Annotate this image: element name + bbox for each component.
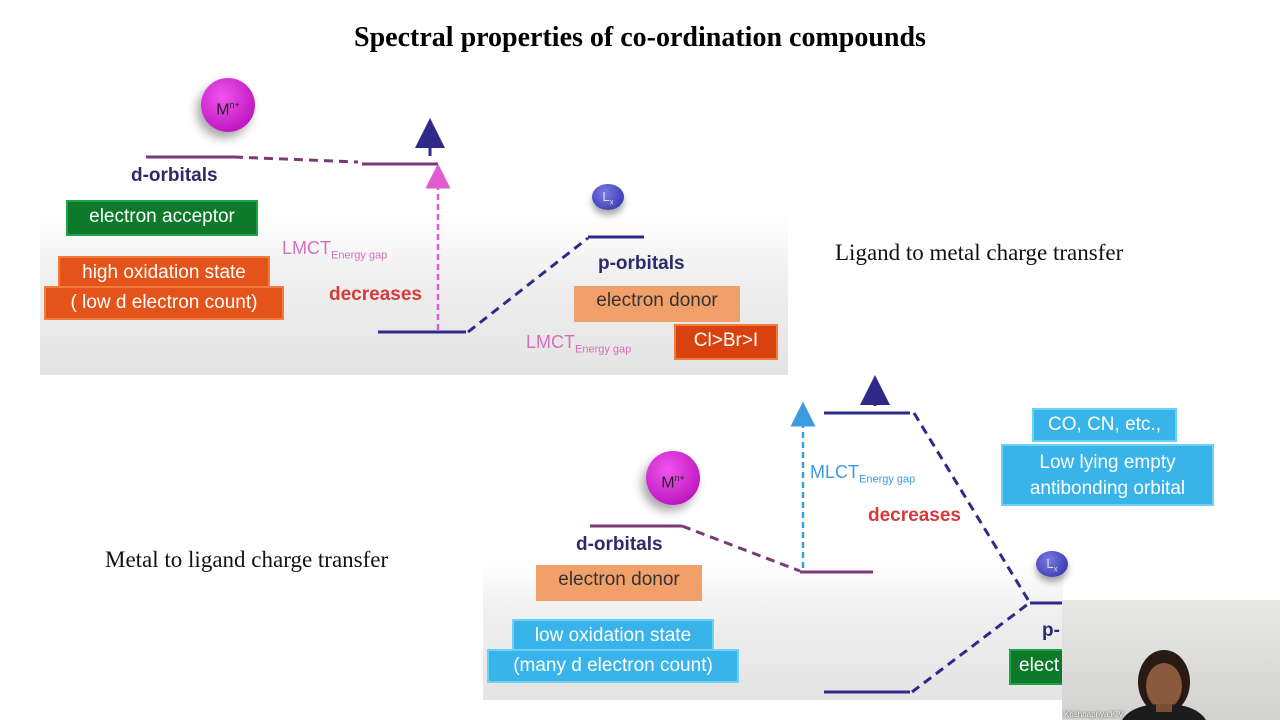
lmct-energy-gap-label: LMCTEnergy gap: [282, 238, 387, 262]
mlct-metal-charge: n+: [674, 473, 685, 483]
presenter-name: Krishnapriya.K.V: [1064, 710, 1124, 719]
slide-title: Spectral properties of co-ordination com…: [354, 22, 926, 53]
mlct-caption: Metal to ligand charge transfer: [105, 547, 389, 572]
mlct-ligand-sphere: Lx: [1036, 551, 1068, 577]
metal-ion-sphere: Mn+: [201, 78, 255, 132]
mlct-p-orbitals-partial: p-: [1042, 620, 1060, 641]
low-d-electron-count-box: ( low d electron count): [44, 286, 284, 320]
lmct-gap-main: LMCT: [282, 238, 331, 258]
ligand-sub: x: [609, 197, 614, 207]
metal-charge: n+: [229, 100, 240, 110]
metal-label: M: [216, 101, 230, 119]
mlct-electron-donor-box: electron donor: [536, 565, 702, 601]
low-lying-line-1: Low lying empty: [1039, 452, 1176, 473]
lmct-electron-donor-box: electron donor: [574, 286, 740, 322]
mlct-lower-dashed: [911, 602, 1029, 694]
lmct-energy-gap-label-2: LMCTEnergy gap: [526, 332, 631, 356]
ligand-label: L: [602, 189, 610, 204]
mlct-upper-dashed: [912, 412, 1032, 604]
low-lying-line-2: antibonding orbital: [1029, 478, 1186, 499]
lmct-decreases-label: decreases: [329, 284, 422, 305]
mlct-ligand-label: L: [1046, 556, 1054, 571]
electron-acceptor-box: electron acceptor: [66, 200, 258, 236]
presenter-silhouette: [1122, 650, 1206, 720]
lmct-p-orbitals-label: p-orbitals: [598, 253, 685, 274]
low-oxidation-state-box: low oxidation state: [512, 619, 714, 651]
mlct-metal-label: M: [661, 474, 675, 492]
lmct-p-dashed: [467, 236, 589, 334]
mlct-d-dashed: [681, 524, 801, 573]
mlct-gap-main: MLCT: [810, 462, 859, 482]
low-lying-orbital-box: Low lying empty antibonding orbital: [1001, 444, 1214, 506]
halide-order-box: Cl>Br>I: [674, 324, 778, 360]
lmct-gap2-sub: Energy gap: [575, 343, 632, 356]
presenter-webcam: Krishnapriya.K.V: [1062, 600, 1280, 720]
ligands-example-box: CO, CN, etc.,: [1032, 408, 1177, 442]
lmct-d-orbitals-label: d-orbitals: [131, 165, 218, 186]
mlct-ligand-sub: x: [1053, 564, 1058, 574]
lmct-gap-sub: Energy gap: [331, 249, 388, 262]
mlct-gap-sub: Energy gap: [859, 473, 916, 486]
mlct-electron-partial-box: elect: [1009, 649, 1069, 685]
mlct-metal-ion-sphere: Mn+: [646, 451, 700, 505]
lmct-gap2-main: LMCT: [526, 332, 575, 352]
lmct-caption: Ligand to metal charge transfer: [835, 240, 1124, 265]
mlct-d-orbitals-label: d-orbitals: [576, 534, 663, 555]
mlct-decreases-label: decreases: [868, 505, 961, 526]
lmct-d-dashed: [233, 155, 359, 164]
high-oxidation-state-box: high oxidation state: [58, 256, 270, 288]
ligand-sphere: Lx: [592, 184, 624, 210]
mlct-energy-gap-label: MLCTEnergy gap: [810, 462, 915, 486]
many-d-electron-count-box: (many d electron count): [487, 649, 739, 683]
